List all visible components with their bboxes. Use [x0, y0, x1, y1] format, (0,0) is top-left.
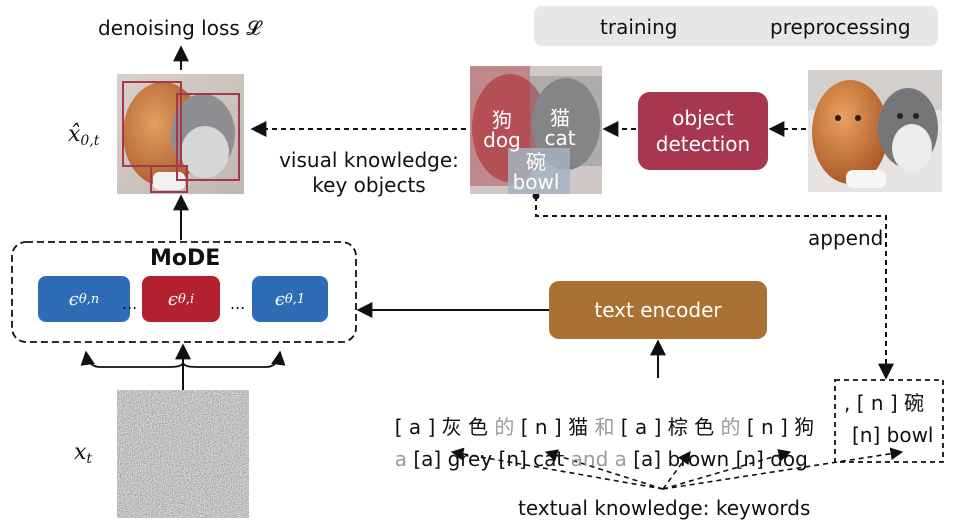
- expert-i-subscript: θ,i: [177, 291, 195, 307]
- denoised-image-graphic: [117, 74, 244, 194]
- object-detection-box: object detection: [638, 92, 768, 170]
- expert-ellipsis-left: ...: [122, 294, 138, 313]
- x0-hat-subscript: 0,t: [80, 133, 100, 150]
- bracket-arrow-left: [80, 350, 184, 368]
- detected-label-cat-zh: 猫: [550, 106, 570, 130]
- prompt-zh-seg: [ n ] 狗: [740, 415, 815, 439]
- mode-container: [11, 241, 357, 343]
- prompt-zh-seg: [ a ] 灰 色: [394, 415, 495, 439]
- bracket-arrow-right: [182, 350, 286, 368]
- prompt-zh-seg: 和: [594, 415, 615, 439]
- prompt-en-seg: [a] brown [n] dog: [633, 447, 808, 471]
- detected-label-dog: 狗 dog: [482, 110, 522, 150]
- source-photo: [808, 70, 942, 192]
- text-encoder-box: text encoder: [549, 281, 767, 339]
- detected-image-graphic: [470, 66, 602, 194]
- denoised-output-image: [117, 74, 244, 194]
- visual-knowledge-label: visual knowledge: key objects: [276, 148, 462, 198]
- legend: training preprocessing: [534, 6, 938, 46]
- kw-arrow-brown: [662, 450, 691, 490]
- append-path: [535, 196, 894, 380]
- detected-label-cat-en: cat: [544, 126, 576, 150]
- mode-title: MoDE: [150, 246, 221, 271]
- expert-ellipsis-right: ...: [230, 294, 246, 313]
- prompt-en-seg: [a] grey [n] cat: [413, 447, 571, 471]
- prompt-en-appended: [n] bowl: [852, 423, 934, 447]
- expert-n-symbol: ϵ: [68, 288, 79, 310]
- prompt-zh-row: [ a ] 灰 色 的 [ n ] 猫 和 [ a ] 棕 色 的 [ n ] …: [382, 387, 814, 440]
- x0-hat-symbol: x̂: [68, 122, 81, 147]
- prompt-zh-appended: , [ n ] 碗: [844, 391, 925, 415]
- legend-training-label: training: [600, 15, 678, 39]
- detected-label-bowl: 碗 bowl: [508, 152, 564, 192]
- text-encoder-label: text encoder: [594, 298, 722, 322]
- prompt-zh-seg: 的: [494, 415, 515, 439]
- object-detection-line2: detection: [655, 132, 751, 156]
- xt-subscript: t: [86, 451, 93, 468]
- xt-symbol: x: [74, 440, 87, 465]
- prompt-en-row: a [a] grey [n] cat and a [a] brown [n] d…: [382, 423, 808, 471]
- noise-image-graphic: [117, 390, 249, 518]
- detected-label-bowl-en: bowl: [512, 170, 560, 194]
- detected-label-dog-en: dog: [483, 128, 521, 152]
- kw-arrow-bowl: [662, 447, 904, 490]
- prompt-zh-seg: [ a ] 棕 色: [614, 415, 721, 439]
- prompt-en-seg: a: [394, 447, 414, 471]
- appended-keywords-box: [834, 379, 944, 463]
- expert-n-subscript: θ,n: [78, 291, 100, 307]
- kw-arrow-dog: [662, 449, 792, 490]
- denoising-loss-label: denoising loss 𝓛: [98, 16, 261, 40]
- visual-knowledge-line2: key objects: [312, 173, 426, 197]
- expert-i-symbol: ϵ: [167, 288, 178, 310]
- noise-image: [117, 390, 249, 518]
- legend-preprocessing-label: preprocessing: [770, 15, 911, 39]
- expert-1-subscript: θ,1: [284, 291, 306, 307]
- visual-knowledge-line1: visual knowledge:: [279, 148, 459, 172]
- detected-label-bowl-zh: 碗: [526, 150, 546, 174]
- prompt-en-seg: and a: [570, 447, 634, 471]
- prompt-zh-seg: 的: [720, 415, 741, 439]
- xt-label: xt: [74, 440, 92, 467]
- detected-objects-image: 狗 dog 猫 cat 碗 bowl: [470, 66, 602, 194]
- append-label: append: [808, 226, 884, 250]
- object-detection-line1: object: [672, 106, 734, 130]
- kw-arrow-cat: [544, 449, 664, 490]
- detected-label-dog-zh: 狗: [492, 108, 512, 132]
- detected-label-cat: 猫 cat: [540, 108, 580, 148]
- x0-hat-label: x̂0,t: [68, 122, 99, 149]
- source-photo-graphic: [808, 70, 942, 192]
- expert-1-symbol: ϵ: [274, 288, 285, 310]
- prompt-zh-seg: [ n ] 猫: [514, 415, 595, 439]
- textual-knowledge-label: textual knowledge: keywords: [518, 496, 811, 520]
